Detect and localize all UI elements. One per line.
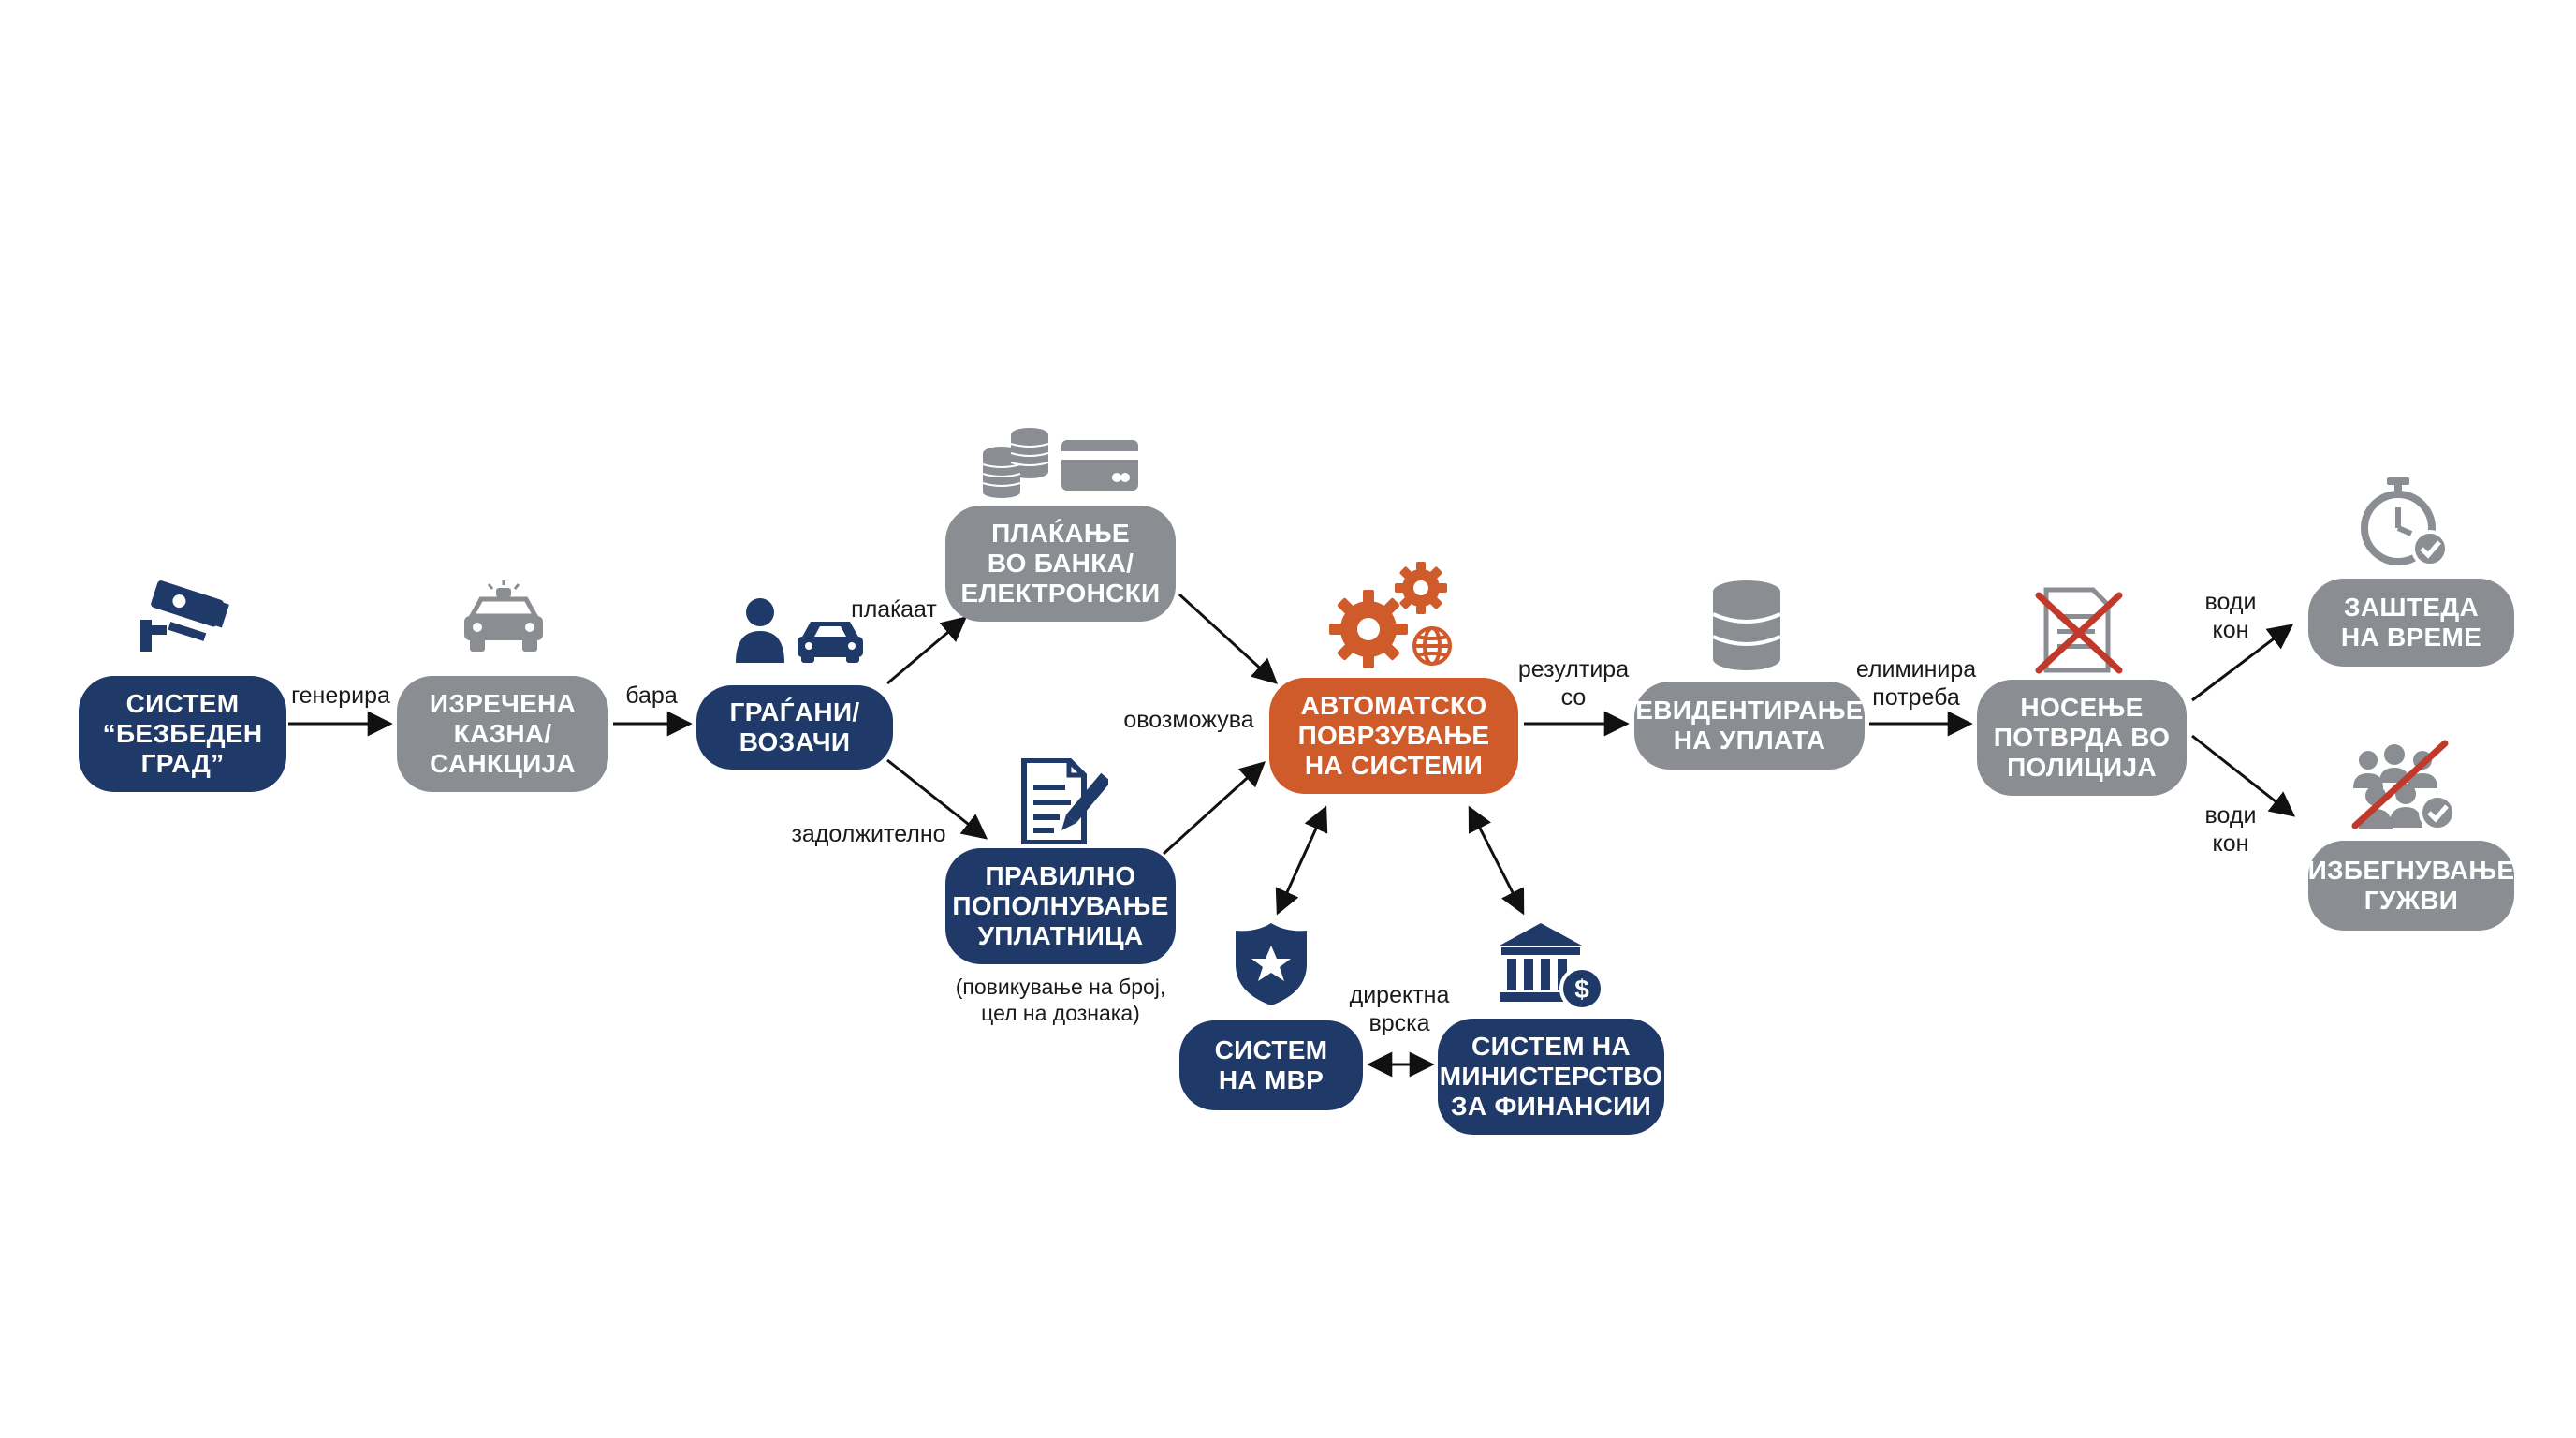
coins-and-card-icon [982,428,1138,498]
node-gragjani: ГРАЃАНИ/ВОЗАЧИ [696,685,893,770]
label-generira: генерира [291,682,390,709]
cctv-camera-icon [140,580,229,652]
form-with-pen-icon [1021,758,1108,844]
police-badge-icon [1236,923,1307,1005]
arrow-vodi-kon-bottom [2191,734,2296,817]
arrow-avto-ministerstvo [1468,805,1525,916]
label-plakjaat: плаќаат [851,596,937,623]
database-icon [1712,580,1781,670]
arrow-popolnuvanje-to-avto [1162,761,1266,856]
note-popolnuvanje: (повикување на број,цел на дознака) [955,975,1166,1025]
crossed-document-icon [2035,587,2123,674]
bank-dollar-icon: $ [1500,923,1604,1011]
arrow-plakjanje-to-avto [1178,593,1278,684]
arrow-vodi-kon-top [2191,624,2294,702]
label-ovozmozhuva: овозможува [1123,707,1254,733]
person-and-car-icon [736,598,863,663]
label-zadolzhitelno: задолжително [791,821,946,847]
gears-and-globe-icon [1329,562,1453,668]
label-bara: бара [625,682,678,709]
arrow-zadolzhitelno [886,758,988,840]
svg-text:$: $ [1574,975,1589,1004]
police-car-icon [464,580,543,652]
stopwatch-check-icon [2361,477,2449,567]
arrow-avto-mvr [1275,805,1328,916]
crossed-crowd-icon [2351,740,2456,831]
arrow-plakjaat [886,616,968,685]
